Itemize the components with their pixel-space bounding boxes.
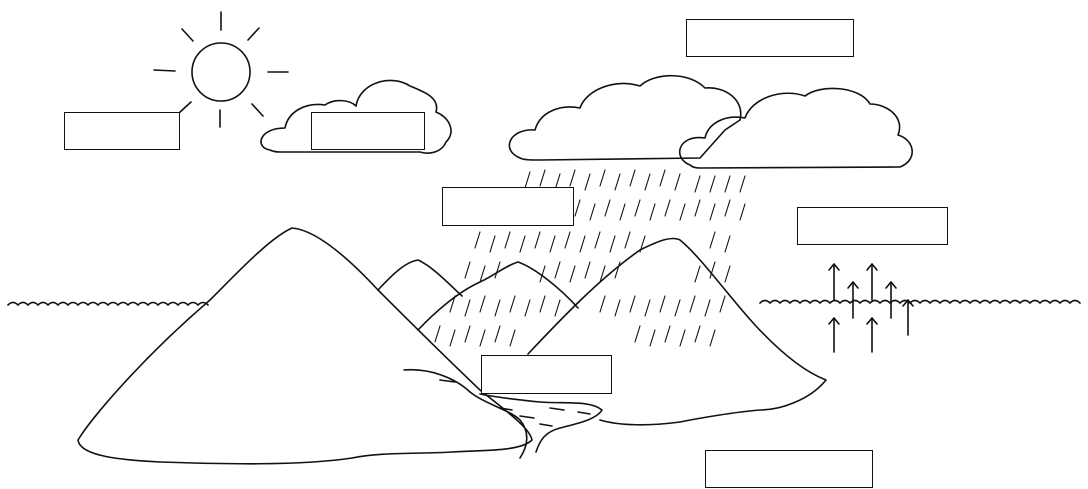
sun-rays	[154, 12, 288, 127]
label-box[interactable]	[442, 187, 574, 226]
label-box[interactable]	[797, 207, 948, 245]
cloud-large-right	[680, 88, 912, 168]
cloud-large-left	[509, 76, 740, 160]
mountain-right	[528, 238, 826, 424]
label-box[interactable]	[311, 112, 425, 150]
label-box[interactable]	[686, 19, 854, 57]
label-box[interactable]	[64, 112, 180, 150]
mountain-large-left	[78, 228, 532, 464]
label-box[interactable]	[481, 355, 612, 394]
sea-waves-right	[760, 301, 1080, 304]
label-box[interactable]	[705, 450, 873, 488]
sun	[154, 12, 288, 127]
sun-disc	[192, 43, 250, 101]
evaporation-arrows	[829, 264, 913, 352]
sea-waves-left	[8, 303, 208, 306]
mountain-back	[378, 260, 462, 296]
mountain-middle	[418, 262, 578, 330]
